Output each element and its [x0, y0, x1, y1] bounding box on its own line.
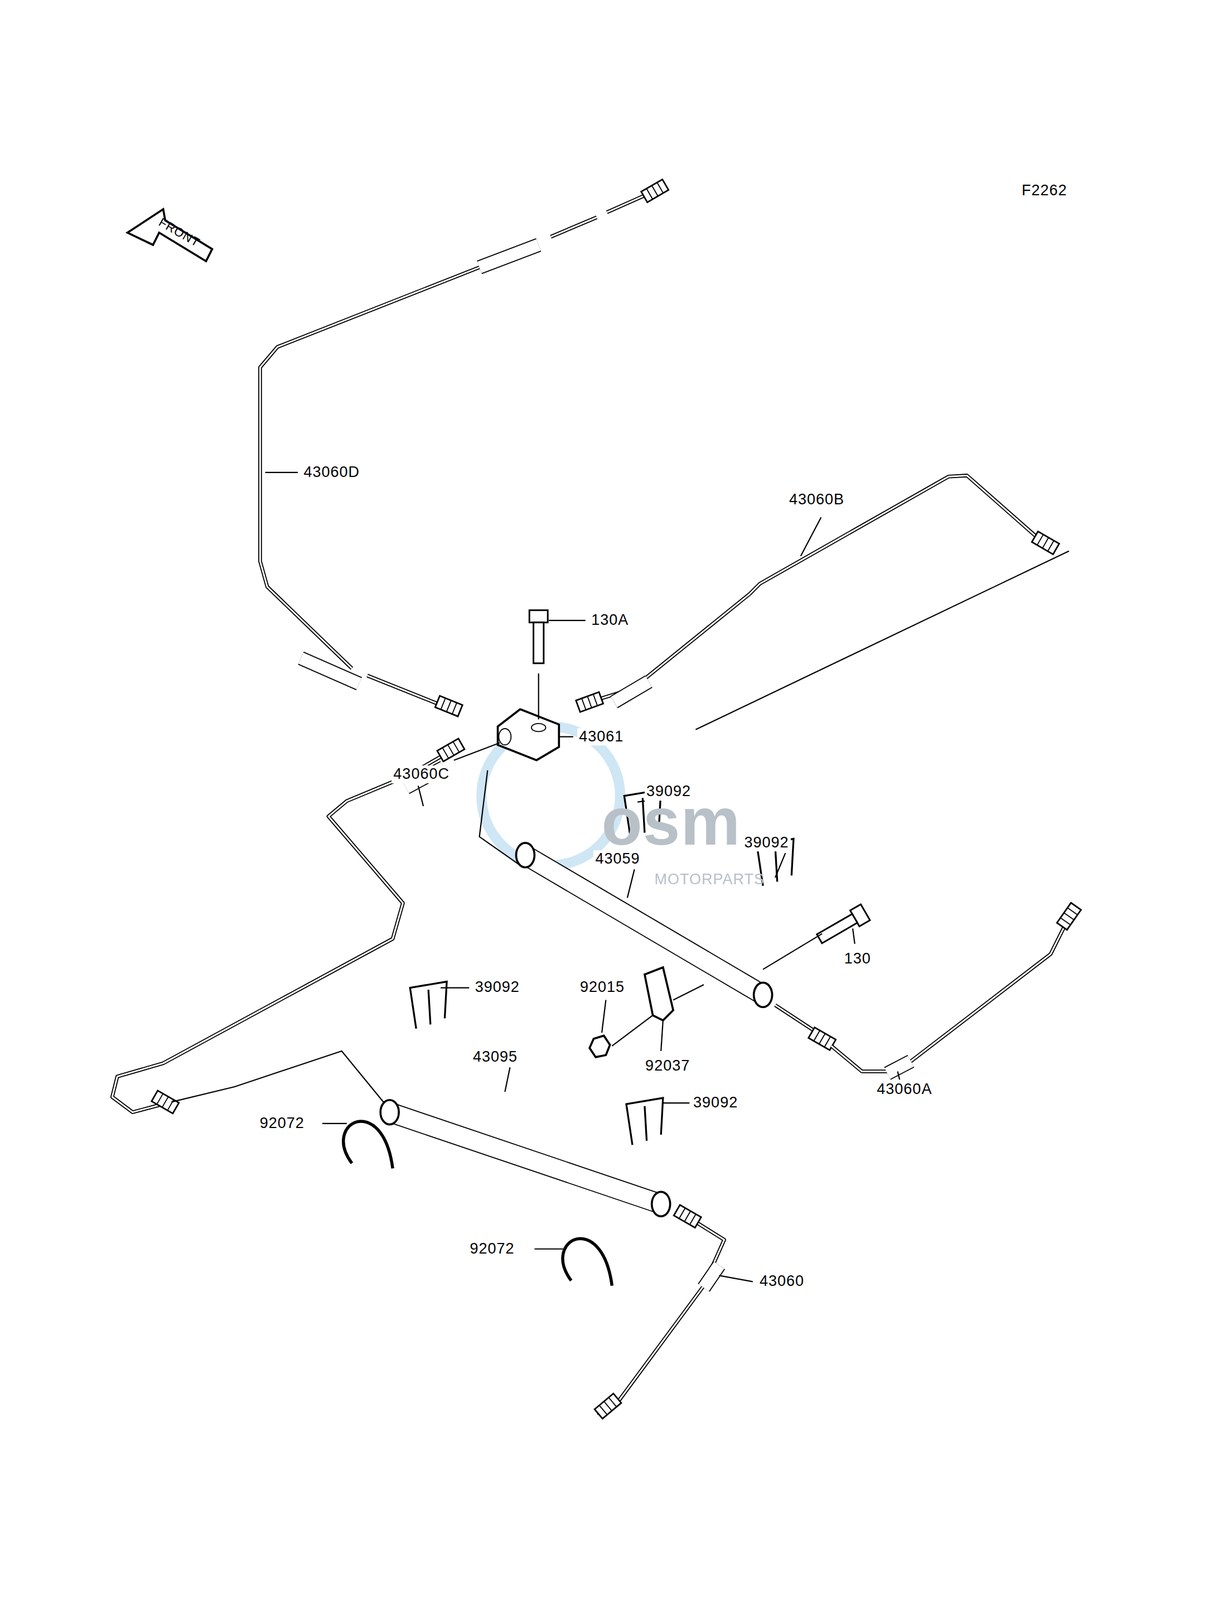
brake-pipe	[479, 244, 539, 268]
flare-nut	[641, 179, 669, 203]
bolt	[814, 904, 870, 947]
flare-nut	[1031, 531, 1060, 555]
brake-pipe-inner	[606, 185, 664, 213]
leader-line	[762, 933, 823, 970]
brake-pipe-inner	[479, 244, 539, 268]
leader-line	[775, 852, 786, 878]
leader-line	[663, 1101, 690, 1104]
front-arrow	[127, 209, 213, 261]
flare-nut	[1056, 902, 1081, 930]
brake-pipe-inner	[366, 675, 439, 704]
leader-line	[800, 516, 822, 557]
leader-line	[601, 999, 606, 1033]
brake-pipe	[366, 675, 439, 704]
brake-pipe-inner	[112, 751, 449, 1113]
hose-band	[562, 1238, 612, 1285]
leader-line	[611, 1014, 653, 1046]
leader-line	[558, 736, 574, 738]
flare-nut	[576, 692, 604, 713]
brake-pipe	[301, 658, 360, 684]
brake-pipe	[259, 267, 480, 669]
watermark: osm	[599, 783, 743, 859]
hose-end	[380, 1099, 670, 1217]
joint-block	[498, 708, 560, 760]
part-number: 43060B	[787, 490, 847, 509]
leader-line	[265, 471, 299, 473]
part-number: 92037	[643, 1056, 692, 1075]
leader-line	[627, 868, 635, 898]
part-number: 39092	[473, 978, 522, 997]
part-number: 39092	[742, 833, 791, 852]
part-number: 39092	[691, 1093, 740, 1112]
flare-nut	[151, 1090, 180, 1114]
brake-pipe-inner	[589, 475, 1036, 702]
leader-line	[852, 927, 855, 944]
watermark: MOTORPARTS	[653, 870, 767, 889]
hose-band	[343, 1120, 393, 1168]
hose-clip	[409, 981, 447, 1029]
figure-number: F2262	[1020, 181, 1070, 200]
brake-pipe-inner	[259, 267, 480, 669]
leader-line	[660, 1020, 664, 1051]
leader-line	[504, 1066, 510, 1092]
brake-pipe	[887, 1060, 911, 1073]
part-number: 130	[842, 949, 873, 968]
brake-pipe	[606, 185, 664, 213]
leader-line	[171, 1050, 388, 1108]
leader-line	[418, 785, 424, 806]
part-number: 43060C	[391, 765, 452, 783]
part-number: 43060D	[301, 463, 362, 482]
brake-pipe-inner	[596, 1214, 725, 1414]
part-number: 130A	[589, 611, 631, 630]
part-number: 43095	[471, 1047, 520, 1066]
nut	[589, 1035, 611, 1057]
brake-pipe	[614, 681, 649, 703]
brake-pipe	[831, 922, 1067, 1071]
part-number: 43060	[757, 1272, 806, 1290]
brake-pipe-inner	[389, 1112, 662, 1205]
hose-end	[515, 842, 772, 1007]
brake-pipe-inner	[887, 1060, 911, 1073]
bolt	[529, 610, 548, 664]
brake-pipe-inner	[703, 1264, 719, 1288]
brake-pipe-inner	[775, 1004, 815, 1031]
brake-pipe	[775, 1004, 815, 1031]
brake-pipe	[703, 1264, 719, 1288]
brake-pipe-inner	[614, 681, 649, 703]
brake-pipe	[596, 1214, 725, 1414]
part-number: 92072	[258, 1114, 307, 1133]
brake-pipe-inner	[831, 922, 1067, 1071]
hose-clip	[626, 1097, 664, 1145]
leader-line	[718, 1274, 753, 1281]
leader-line	[322, 1122, 347, 1124]
leader-line	[897, 1071, 901, 1080]
leader-line	[440, 986, 470, 988]
part-number: 43061	[577, 727, 626, 746]
brake-pipe	[389, 1112, 662, 1205]
leader-line	[538, 673, 540, 719]
brake-pipe	[112, 751, 449, 1113]
flare-nut	[434, 695, 463, 717]
brake-pipe-inner	[301, 658, 360, 684]
flare-nut	[673, 1204, 702, 1228]
brake-pipe-inner	[550, 217, 597, 238]
leader-line	[673, 984, 704, 1000]
brake-pipe	[589, 475, 1036, 702]
leader-line	[695, 550, 1069, 730]
leader-line	[453, 742, 500, 761]
leader-line	[534, 1248, 563, 1250]
leader-line	[479, 770, 521, 865]
leader-line	[548, 619, 586, 621]
part-number: 43060A	[875, 1080, 934, 1099]
brake-pipe	[550, 217, 597, 238]
part-number: 92072	[468, 1239, 517, 1258]
flare-nut	[594, 1393, 622, 1419]
bracket	[644, 967, 674, 1021]
part-number: 92015	[578, 978, 627, 997]
